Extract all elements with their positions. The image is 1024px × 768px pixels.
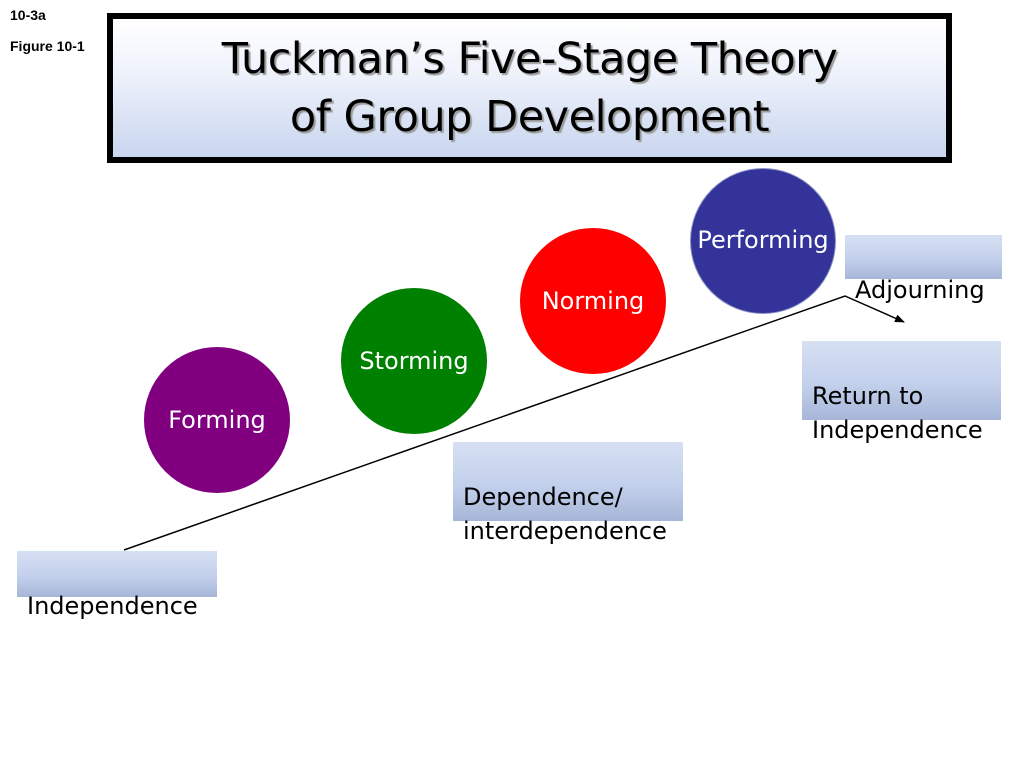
- state-return-box: Return to Independence: [802, 341, 1001, 444]
- stage-norming-circle: Norming: [520, 228, 666, 374]
- title-line-1: Tuckman’s Five-Stage Theory: [221, 34, 838, 84]
- state-independence-label: Independence: [27, 592, 198, 620]
- stage-storming-label: Storming: [359, 347, 469, 375]
- state-independence-box: Independence: [17, 551, 217, 620]
- state-dependence-box: Dependence/ interdependence: [453, 442, 683, 545]
- title-line-2: of Group Development: [289, 92, 770, 142]
- stage-forming-circle: Forming: [144, 347, 290, 493]
- stage-storming-circle: Storming: [341, 288, 487, 434]
- figure-reference: Figure 10-1: [10, 38, 85, 54]
- title-box: Tuckman’s Five-Stage Theory of Group Dev…: [107, 13, 952, 163]
- stage-forming-label: Forming: [168, 406, 266, 434]
- slide-title: Tuckman’s Five-Stage Theory of Group Dev…: [222, 30, 838, 146]
- stage-adjourning-label: Adjourning: [855, 276, 985, 304]
- stage-performing-circle: Performing: [690, 168, 836, 314]
- stage-norming-label: Norming: [541, 287, 645, 315]
- stage-adjourning-box: Adjourning: [845, 235, 1002, 304]
- stage-performing-label: Performing: [697, 226, 829, 254]
- state-return-label: Return to Independence: [812, 382, 983, 444]
- slide-code: 10-3a: [10, 7, 46, 23]
- state-dependence-label: Dependence/ interdependence: [463, 483, 667, 545]
